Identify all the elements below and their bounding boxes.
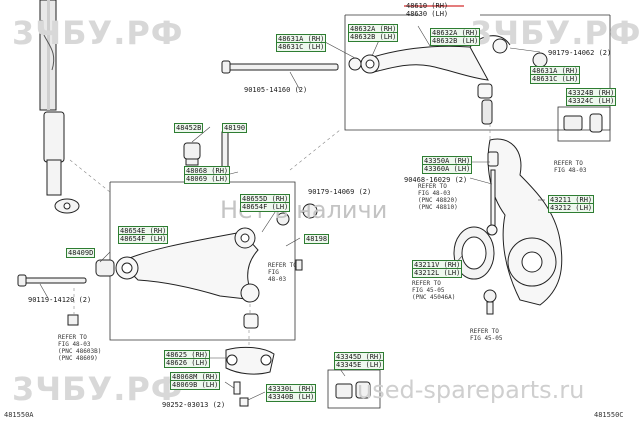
lower-arm-frame [109, 181, 296, 341]
watermark-top-left: 3ЧБУ.РФ [12, 14, 184, 52]
ball-joint-small [483, 289, 497, 315]
part-label-43345e: 43345E (LH) [334, 360, 385, 370]
part-label-48632b-right: 48632B (LH) [430, 36, 481, 46]
upper-arm-frame [344, 14, 611, 131]
part-label-43212l: 43212L (LH) [412, 268, 463, 278]
part-label-48190: 48190 [222, 123, 248, 133]
figure-id-left: 481550A [4, 411, 34, 419]
watermark-bottom-right: used-spareparts.ru [357, 376, 585, 404]
watermark-bottom-left: 3ЧБУ.РФ [12, 370, 184, 408]
figure-id-right: 481550C [594, 411, 624, 419]
part-label-43360a: 43360A (LH) [422, 164, 473, 174]
ref-note-knuckle-top: REFER TO FIG 48-03 [554, 160, 587, 174]
lower-control-arm [115, 227, 260, 329]
part-label-48452b: 48452B [174, 123, 204, 133]
watermark-top-right: 3ЧБУ.РФ [470, 14, 640, 52]
part-label-48631c-right: 48631C (LH) [530, 74, 581, 84]
part-label-43212: 43212 (LH) [548, 203, 595, 213]
part-label-90252-03013: 90252-03013 (2) [162, 401, 226, 409]
part-label-90468-16029: 90468-16029 (2) [404, 176, 468, 184]
upper-control-arm [348, 35, 511, 125]
upper-bolt [221, 60, 339, 74]
part-label-48630: 48630 (LH) [406, 10, 449, 18]
assembly-guides [69, 124, 491, 348]
part-label-48610: 48610 (RH) [406, 2, 449, 10]
part-label-90179-14069: 90179-14069 (2) [308, 188, 372, 196]
shock-absorber [39, 0, 80, 214]
part-label-90179-14062: 90179-14062 (2) [548, 49, 612, 57]
ref-note-center: REFER TO FIG 48-03 [268, 262, 297, 283]
part-label-48632b-left: 48632B (LH) [348, 32, 399, 42]
ref-note-bottom-right: REFER TO FIG 45-05 [470, 328, 503, 342]
part-label-48631c-left: 48631C (LH) [276, 42, 327, 52]
dust-seal [453, 226, 495, 280]
lower-bracket [225, 346, 275, 407]
part-label-48409d: 48409D [66, 248, 96, 258]
bumper-pads [327, 369, 381, 409]
bushings-and-bolts [17, 131, 318, 326]
part-label-43324c: 43324C (LH) [566, 96, 617, 106]
part-label-43340b: 43340B (LH) [266, 392, 317, 402]
ref-note-axle: REFER TO FIG 45-05 (PNC 45046A) [412, 280, 456, 301]
ref-note-lower-left: REFER TO FIG 48-03 (PNC 48603B) (PNC 486… [58, 334, 102, 362]
part-label-90119-14120: 90119-14120 (2) [28, 296, 92, 304]
steering-knuckle [486, 138, 563, 306]
part-label-48069: 48069 (LH) [184, 174, 231, 184]
part-label-48198: 48198 [304, 234, 330, 244]
part-label-48069b: 48069B (LH) [170, 380, 221, 390]
part-label-48654f: 48654F (LH) [240, 202, 291, 212]
ref-note-link: REFER TO FIG 48-03 (PNC 48820) (PNC 4881… [418, 183, 458, 211]
part-label-48654f-2: 48654F (LH) [118, 234, 169, 244]
bushing-set [532, 52, 611, 142]
part-label-90105-14160: 90105-14160 (2) [244, 86, 308, 94]
part-label-48626: 48626 (LH) [164, 358, 211, 368]
